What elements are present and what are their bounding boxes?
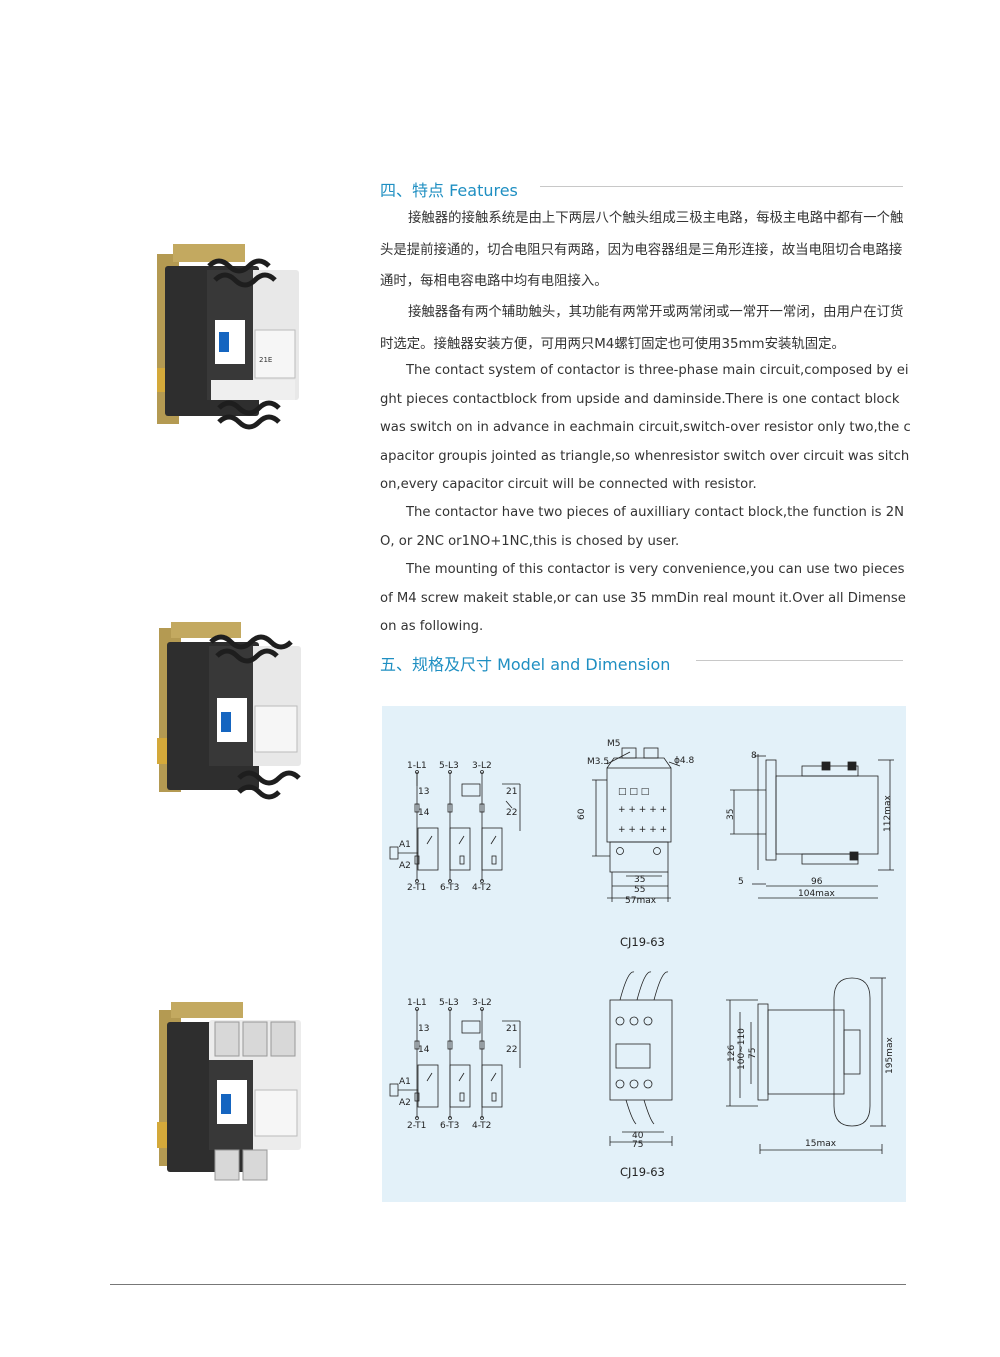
- schematic-label-21-bottom: 21: [506, 1024, 517, 1034]
- svg-text:+ + + + +: + + + + +: [618, 825, 667, 835]
- svg-text:□ □ □: □ □ □: [618, 787, 649, 797]
- front-top-label-m35: M3.5: [587, 757, 609, 767]
- side-view-bottom: [726, 977, 886, 1154]
- schematic-label-l3: 5-L3: [439, 761, 459, 771]
- schematic-label-l2-bottom: 3-L2: [472, 998, 492, 1008]
- side-top-label-96: 96: [811, 877, 823, 887]
- schematic-label-a2: A2: [399, 861, 411, 871]
- side-bottom-label-126: 126: [727, 1045, 737, 1062]
- front-top-label-57: 57max: [625, 896, 657, 906]
- schematic-label-a1-bottom: A1: [399, 1077, 411, 1087]
- front-bottom-label-75: 75: [632, 1140, 643, 1150]
- schematic-label-l2: 3-L2: [472, 761, 492, 771]
- features-cn-paragraph-1: 接触器的接触系统是由上下两层八个触头组成三极主电路，每极主电路中都有一个触头是提…: [380, 211, 904, 289]
- front-view-top-marks: □ □ □ + + + + + + + + + +: [618, 787, 667, 835]
- side-bottom-label-15: 15max: [805, 1139, 837, 1149]
- schematic-diagram-bottom: [389, 1007, 521, 1120]
- svg-text:+ + + + +: + + + + +: [618, 805, 667, 815]
- contactor-photo-1: 21E: [157, 244, 299, 430]
- dimension-heading: 五、规格及尺寸 Model and Dimension: [380, 655, 671, 674]
- features-heading-rule: [540, 186, 903, 187]
- front-bottom-label-40: 40: [632, 1131, 644, 1141]
- front-top-label-35: 35: [634, 875, 645, 885]
- features-cn-paragraph-2: 接触器备有两个辅助触头，其功能有两常开或两常闭或一常开一常闭，由用户在订货时选定…: [380, 305, 904, 352]
- front-top-label-phi: ϕ4.8: [674, 756, 695, 766]
- side-top-label-104: 104max: [798, 889, 835, 899]
- side-top-label-35: 35: [726, 809, 736, 820]
- schematic-label-14-bottom: 14: [418, 1045, 430, 1055]
- schematic-label-t3: 6-T3: [440, 883, 459, 893]
- schematic-label-t2-bottom: 4-T2: [472, 1121, 491, 1131]
- schematic-label-t3-bottom: 6-T3: [440, 1121, 459, 1131]
- schematic-label-13-bottom: 13: [418, 1024, 429, 1034]
- schematic-label-t2: 4-T2: [472, 883, 491, 893]
- dimension-drawings: 1-L1 5-L3 3-L2 13 14 21 22 A1 A2 2-T1 6-…: [389, 739, 895, 1154]
- side-bottom-label-75: 75: [748, 1048, 758, 1059]
- contactor-photo-3: [157, 1002, 301, 1181]
- side-top-label-112: 112max: [883, 795, 893, 832]
- front-view-top: [592, 747, 681, 902]
- model-tag-text: 21E: [259, 356, 272, 364]
- schematic-label-22-bottom: 22: [506, 1045, 517, 1055]
- schematic-label-14: 14: [418, 808, 430, 818]
- schematic-label-l3-bottom: 5-L3: [439, 998, 459, 1008]
- schematic-label-t1: 2-T1: [407, 883, 426, 893]
- footer-rule: [110, 1284, 906, 1285]
- schematic-label-a1: A1: [399, 840, 411, 850]
- caption-bottom: CJ19-63: [620, 1165, 665, 1179]
- front-top-label-60: 60: [577, 808, 587, 820]
- schematic-diagram-top: [389, 770, 521, 883]
- contactor-photo-2: [157, 622, 301, 800]
- side-bottom-label-195: 195max: [885, 1037, 895, 1074]
- features-en-paragraph-1: The contact system of contactor is three…: [380, 363, 911, 492]
- front-top-label-m5: M5: [607, 739, 621, 749]
- schematic-label-l1-bottom: 1-L1: [407, 998, 427, 1008]
- side-top-label-5: 5: [738, 877, 744, 887]
- features-heading: 四、特点 Features: [380, 181, 518, 200]
- front-top-label-55: 55: [634, 885, 645, 895]
- schematic-label-t1-bottom: 2-T1: [407, 1121, 426, 1131]
- schematic-label-22: 22: [506, 808, 517, 818]
- schematic-label-a2-bottom: A2: [399, 1098, 411, 1108]
- features-en-paragraph-3: The mounting of this contactor is very c…: [380, 562, 906, 634]
- dimension-heading-rule: [696, 660, 903, 661]
- features-en-paragraph-2: The contactor have two pieces of auxilli…: [380, 505, 904, 549]
- side-bottom-label-100: 100~110: [737, 1028, 747, 1070]
- schematic-label-21: 21: [506, 787, 517, 797]
- side-view-top: [730, 754, 894, 899]
- schematic-label-13: 13: [418, 787, 429, 797]
- front-view-bottom: [609, 971, 673, 1146]
- dimension-panel: 1-L1 5-L3 3-L2 13 14 21 22 A1 A2 2-T1 6-…: [382, 706, 906, 1202]
- schematic-label-l1: 1-L1: [407, 761, 427, 771]
- caption-top: CJ19-63: [620, 935, 665, 949]
